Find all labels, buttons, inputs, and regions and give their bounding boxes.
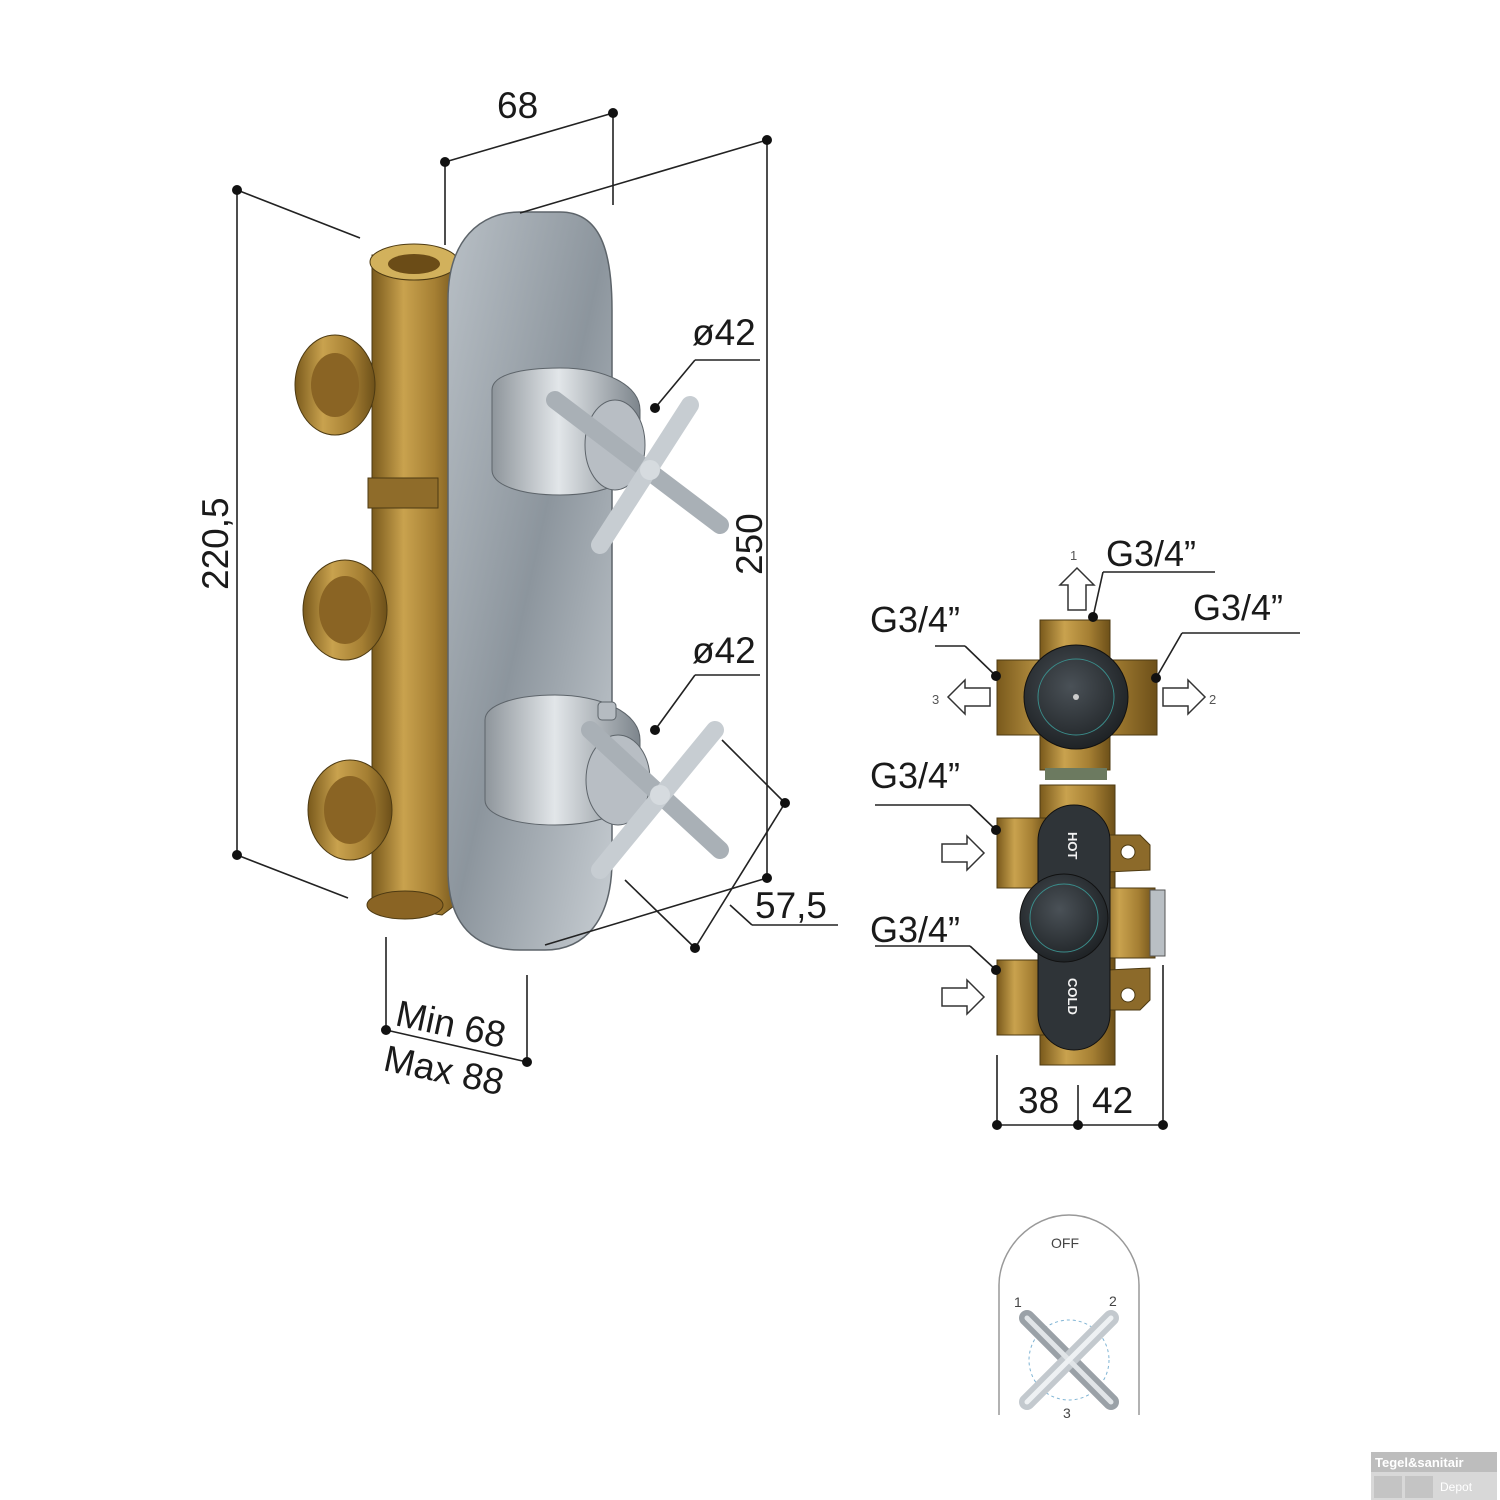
faceplate-outline xyxy=(998,1214,1140,1415)
faceplate-cross-handle xyxy=(1019,1310,1119,1410)
inlet-arrow-cold xyxy=(941,978,986,1016)
hex-nut xyxy=(367,477,439,509)
dim-depth-total: 250 xyxy=(729,513,770,575)
outlet-arrow-1 xyxy=(1058,566,1096,611)
offset-left: 38 xyxy=(1018,1080,1059,1121)
bottom-port xyxy=(366,890,444,920)
side-port-upper xyxy=(294,334,376,436)
valve-isometric-view: 68 220,5 250 ø42 ø42 57,5 Min 68 Max 88 xyxy=(195,85,838,1103)
faceplate-off-label: OFF xyxy=(1051,1235,1079,1251)
dim-handle-diameter-upper: ø42 xyxy=(692,312,756,353)
thread-outlet-top: G3/4” xyxy=(1106,533,1196,574)
hot-stamp: HOT xyxy=(1065,832,1080,860)
faceplate-pos-2: 2 xyxy=(1109,1293,1117,1309)
outlet-arrow-3 xyxy=(946,678,991,716)
thread-inlet-cold: G3/4” xyxy=(870,909,960,950)
thermostat-knob xyxy=(1019,873,1109,963)
brand-sub: Depot xyxy=(1440,1480,1473,1494)
port-label-1: 1 xyxy=(1070,548,1077,563)
valve-front-view: HOT COLD 1 2 3 G3/4” xyxy=(870,533,1300,1130)
lower-cross-handle xyxy=(484,694,729,879)
inlet-arrow-hot xyxy=(941,834,986,872)
thread-outlet-right: G3/4” xyxy=(1193,587,1283,628)
port-label-2: 2 xyxy=(1209,692,1216,707)
faceplate-pos-3: 3 xyxy=(1063,1405,1071,1421)
brand-logo: Tegel&sanitair Depot xyxy=(1371,1452,1497,1500)
dim-height: 220,5 xyxy=(195,497,236,590)
dim-handle-projection: 57,5 xyxy=(755,885,827,926)
side-port-middle xyxy=(302,559,388,661)
port-label-3: 3 xyxy=(932,692,939,707)
brand-name: Tegel&sanitair xyxy=(1375,1455,1464,1470)
upper-cross-handle xyxy=(491,367,729,554)
faceplate-position-diagram: OFF 1 2 3 xyxy=(998,1214,1140,1421)
cold-stamp: COLD xyxy=(1065,978,1080,1015)
dim-width-top: 68 xyxy=(497,85,538,126)
thread-outlet-left: G3/4” xyxy=(870,599,960,640)
faceplate-pos-1: 1 xyxy=(1014,1294,1022,1310)
offset-right: 42 xyxy=(1092,1080,1133,1121)
side-port-lower xyxy=(307,759,393,861)
thread-inlet-hot: G3/4” xyxy=(870,755,960,796)
dimension-lines-left xyxy=(232,108,838,1067)
outlet-arrow-2 xyxy=(1162,678,1207,716)
dim-handle-diameter-lower: ø42 xyxy=(692,630,756,671)
chrome-faceplate xyxy=(447,211,613,951)
